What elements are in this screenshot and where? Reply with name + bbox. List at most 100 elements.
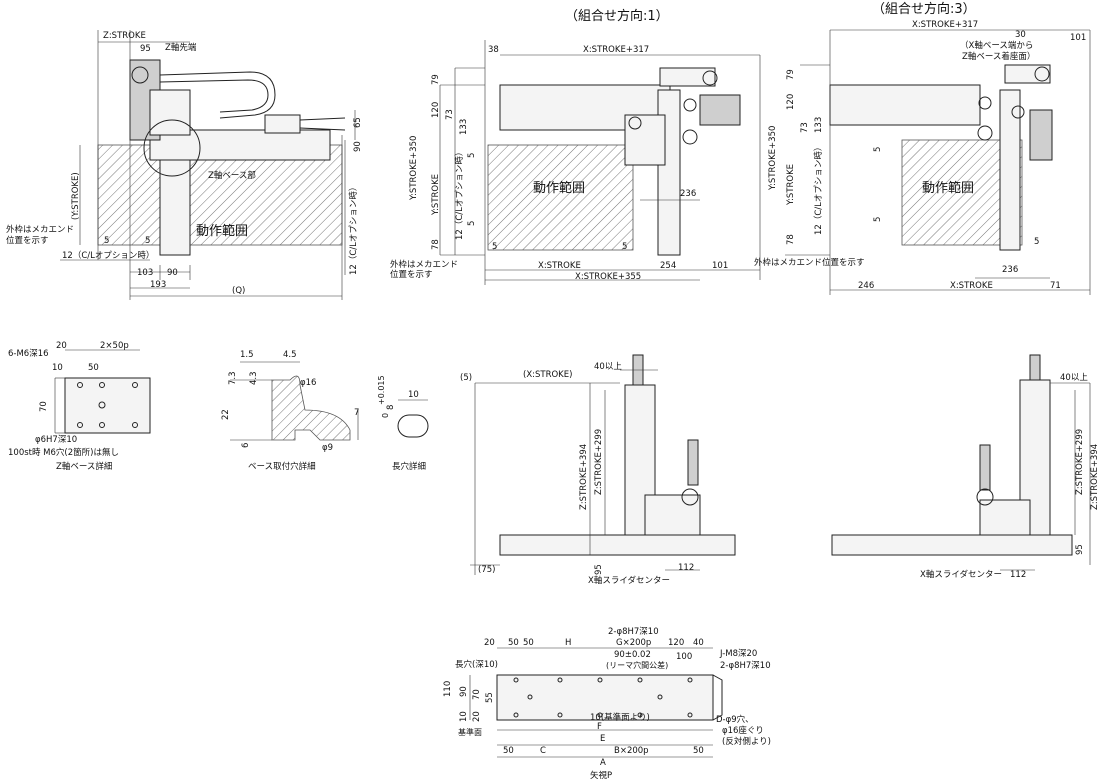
- c1-motor: [699, 94, 741, 126]
- left-d5b: 5: [145, 236, 150, 246]
- bv-d90: 90: [459, 686, 469, 697]
- c3-d5c: 5: [1034, 237, 1039, 247]
- sv1-z299: Z:STROKE+299: [594, 429, 604, 495]
- bv-a: A: [600, 758, 606, 768]
- sv3-z299: Z:STROKE+299: [1075, 429, 1085, 495]
- bv-dhole: D-φ9穴、: [716, 714, 754, 725]
- c1-d5b: 5: [467, 221, 477, 226]
- c3-cl-option: 12（C/Lオプション時）: [813, 143, 824, 235]
- c3-x-axis-body: [829, 84, 981, 126]
- left-outer-note-1: 外枠はメカエンド: [6, 224, 74, 235]
- slot-caption: 長穴詳細: [392, 461, 426, 472]
- c3-x-stroke-317: X:STROKE+317: [912, 20, 978, 30]
- sv3-block: [979, 499, 1031, 536]
- c3-y-stroke: Y:STROKE: [786, 164, 796, 206]
- slot-d8: 8: [386, 405, 396, 410]
- combo3-view: X:STROKE+317 30 101 （X軸ベース端から Z軸ベース着座面） …: [754, 20, 1091, 295]
- c3-motor: [1029, 109, 1053, 161]
- c1-z-block: [624, 114, 666, 166]
- c3-note-z-base: Z軸ベース着座面）: [962, 51, 1035, 62]
- c3-d5b: 5: [873, 217, 883, 222]
- c3-y-axis-body: [999, 89, 1021, 251]
- sv1-d112: 112: [678, 563, 694, 573]
- left-d90: 90: [353, 141, 363, 152]
- zb-d10: 10: [52, 363, 63, 373]
- title-combo3: （組合せ方向:3）: [872, 1, 976, 17]
- sv3-slider-center: X軸スライダセンター: [920, 569, 1002, 580]
- left-d5a: 5: [104, 236, 109, 246]
- left-z-base-part: Z軸ベース部: [208, 170, 256, 181]
- bv-slot: 長穴(深10): [455, 659, 498, 670]
- left-cl-option-v: 12（C/Lオプション時）: [348, 183, 359, 275]
- bv-d40: 40: [693, 638, 704, 648]
- bottom-view: 20 50 50 H 2-φ8H7深10 G×200p 120 40 90±0.…: [443, 627, 771, 781]
- c1-d73: 73: [445, 109, 455, 120]
- bv-pin2: 2-φ8H7深10: [720, 661, 771, 671]
- sv3-z394: Z:STROKE+394: [1090, 444, 1100, 510]
- sv1-d5: (5): [460, 373, 472, 383]
- bv-d10: 10: [459, 711, 469, 722]
- sv1-x-stroke: (X:STROKE): [523, 370, 572, 380]
- bh-d16: φ16: [300, 378, 316, 388]
- left-z-block: [149, 89, 191, 136]
- bh-d43: 4.3: [249, 371, 259, 385]
- c3-d30: 30: [1015, 30, 1026, 40]
- sv1-z394: Z:STROKE+394: [579, 444, 589, 510]
- bv-g: G×200p: [616, 638, 651, 648]
- left-cl-option-h: 12（C/Lオプション時）: [62, 250, 154, 261]
- bv-d120: 120: [668, 638, 684, 648]
- c1-d78: 78: [431, 239, 441, 250]
- bv-d20: 20: [484, 638, 495, 648]
- bv-d70: 70: [472, 689, 482, 700]
- slot-d10: 10: [408, 390, 419, 400]
- c3-d78: 78: [786, 234, 796, 245]
- bv-opposite: (反対側より): [722, 736, 771, 747]
- left-z-stroke: Z:STROKE: [103, 31, 146, 41]
- bv-base-plate: [496, 674, 714, 721]
- left-z-tip: Z軸先端: [165, 42, 197, 53]
- c1-motion-range: [487, 144, 634, 251]
- sv3-d40: 40以上: [1060, 373, 1088, 383]
- title-combo1: （組合せ方向:1）: [565, 8, 669, 24]
- zb-d70: 70: [39, 401, 49, 412]
- sv3-d112: 112: [1010, 570, 1026, 580]
- bv-holes: [513, 677, 693, 718]
- c1-y-stroke: Y:STROKE: [431, 174, 441, 216]
- left-view: Z:STROKE Z軸先端 95 65 90 Z軸ベース部 (Y:STROKE)…: [6, 30, 363, 300]
- combo1-view: X:STROKE+317 38 79 120 73 133 Y:STROKE+3…: [390, 40, 761, 285]
- bh-d73: 7.3: [228, 371, 238, 385]
- zb-hole: 6-M6深16: [8, 349, 49, 359]
- c3-d133: 133: [814, 117, 824, 133]
- c1-d5d: 5: [622, 242, 627, 252]
- zb-pin: φ6H7深10: [35, 435, 77, 445]
- bv-jm8: J-M8深20: [719, 649, 757, 659]
- c3-note-x-base: （X軸ベース端から: [960, 40, 1033, 51]
- left-outer-note-2: 位置を示す: [6, 235, 49, 246]
- zb-d50: 50: [88, 363, 99, 373]
- bv-d50c: 50: [503, 746, 514, 756]
- c1-d254: 254: [660, 261, 676, 271]
- c1-outer-note-2: 位置を示す: [390, 269, 433, 280]
- sv3-x-base: [831, 534, 1073, 556]
- bh-d22: 22: [221, 409, 231, 420]
- bh-caption: ベース取付穴詳細: [248, 461, 316, 472]
- c3-d236: 236: [1002, 265, 1018, 275]
- bv-d50d: 50: [693, 746, 704, 756]
- c1-x-stroke: X:STROKE: [538, 261, 581, 271]
- bh-section: [271, 375, 351, 441]
- sv3-d95: 95: [1075, 544, 1085, 555]
- left-d65: 65: [353, 117, 363, 128]
- bv-caption: 矢視P: [590, 770, 612, 781]
- left-z-head-circle: [131, 66, 149, 84]
- zb-pitch: 2×50p: [100, 341, 129, 351]
- c1-d120: 120: [431, 102, 441, 118]
- left-motion-range: [97, 144, 343, 246]
- left-d193: 193: [150, 280, 166, 290]
- bv-base-face: 基準面: [458, 727, 482, 737]
- c1-cl-option: 12（C/Lオプション時）: [454, 148, 465, 240]
- bv-d50a: 50: [508, 638, 519, 648]
- c1-outer-note-1: 外枠はメカエンド: [390, 259, 458, 270]
- sv1-d95: 95: [594, 564, 604, 575]
- bv-reamer-note: (リーマ穴間公差): [606, 660, 668, 670]
